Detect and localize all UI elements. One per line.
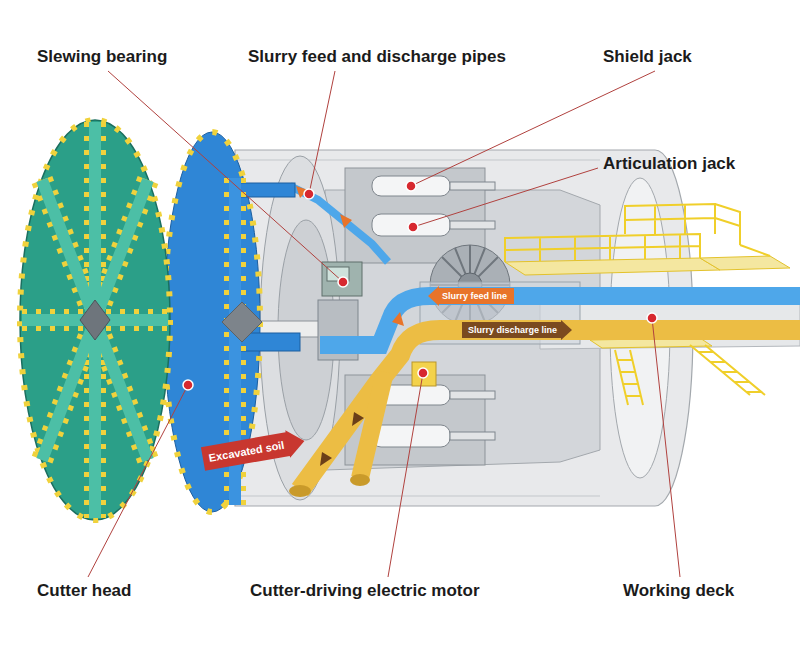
flow-arrow <box>320 452 332 466</box>
flow-arrow <box>392 312 404 326</box>
slewing-bearing-unit <box>322 262 362 296</box>
callout-dot <box>647 313 657 323</box>
deck-railing <box>625 204 770 256</box>
slurry-discharge-pipe <box>360 372 385 478</box>
callout-dot <box>408 222 418 232</box>
cutter-bits <box>22 122 168 518</box>
cutter-head-disk <box>20 120 170 520</box>
flow-arrow <box>352 412 364 426</box>
slurry-discharge-pipe <box>300 330 800 490</box>
flow-label: Slurry feed line <box>442 288 508 304</box>
jack-rod <box>450 182 495 190</box>
part-label: Cutter-driving electric motor <box>250 581 480 601</box>
flow-arrow-label: Slurry discharge line <box>462 322 572 338</box>
callout-dot <box>304 189 314 199</box>
slurry-feed-pipe <box>290 186 388 262</box>
callout-dot <box>418 368 428 378</box>
part-label: Cutter head <box>37 581 131 601</box>
arrow-body <box>201 427 307 472</box>
cutter-motor <box>412 362 436 386</box>
center-cone <box>222 302 262 342</box>
part-label: Slewing bearing <box>37 47 167 67</box>
deck-platform <box>700 256 790 270</box>
cutter-bits <box>20 120 170 520</box>
flow-arrow-label: Slurry feed line <box>428 288 514 304</box>
pipe-inlet <box>289 485 311 497</box>
deck-railing <box>505 234 700 262</box>
callout-dot <box>183 380 193 390</box>
flow-label: Slurry discharge line <box>468 322 558 338</box>
jack-rod <box>450 432 495 440</box>
callout-dot <box>406 181 416 191</box>
part-label: Shield jack <box>603 47 692 67</box>
deck-stairs <box>690 345 765 395</box>
pipe-inlet <box>350 474 370 486</box>
arrow-body <box>428 286 514 306</box>
part-label: Slurry feed and discharge pipes <box>248 47 506 67</box>
part-label: Articulation jack <box>603 154 735 174</box>
leader-line <box>88 71 680 577</box>
cutter-spoke <box>22 122 168 518</box>
jack-rod <box>450 391 495 399</box>
shield-jack-cylinder <box>372 176 450 196</box>
jack-rod <box>450 221 495 229</box>
center-cone <box>80 300 110 340</box>
arrow-body <box>462 320 572 340</box>
flow-arrow <box>340 214 352 228</box>
part-label: Working deck <box>623 581 734 601</box>
deck-platform <box>505 258 720 275</box>
articulation-jack-cylinder <box>372 214 450 236</box>
callout-dot <box>338 277 348 287</box>
deck-ladder <box>615 350 643 405</box>
